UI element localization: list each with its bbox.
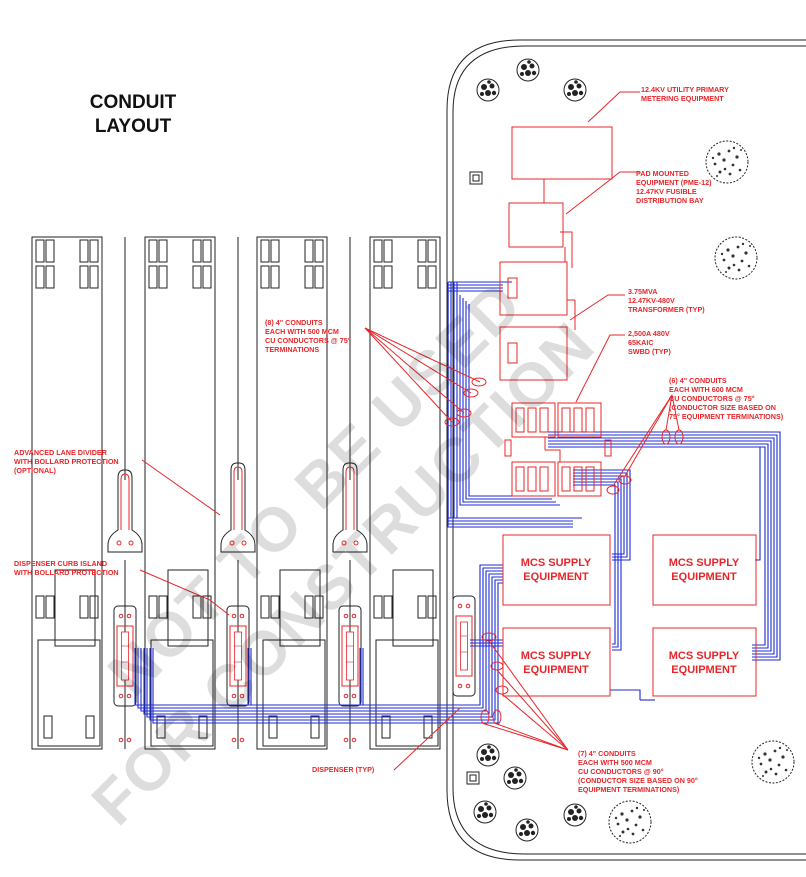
blue-conduits (134, 281, 781, 724)
utility-metering-box (511, 126, 613, 180)
site-pad-outline (446, 39, 806, 861)
swbd-2 (557, 402, 602, 438)
mcs-unit-3 (502, 627, 611, 697)
annotations: 12.4KV UTILITY PRIMARY METERING EQUIPMEN… (14, 85, 784, 794)
label-swbd: 2,500A 480V 65KAIC SWBD (TYP) (628, 329, 672, 356)
label-pad-mounted: PAD MOUNTED EQUIPMENT (PME-12) 12.47KV F… (636, 169, 713, 205)
label-dispenser: DISPENSER (TYP) (312, 765, 375, 774)
mcs-unit-4-line1: MCS SUPPLY (669, 650, 740, 662)
title-line1: CONDUIT (90, 92, 177, 113)
mcs-unit-3-line2: EQUIPMENT (523, 664, 589, 676)
leader-lines (139, 91, 680, 771)
label-lane-divider: ADVANCED LANE DIVIDER WITH BOLLARD PROTE… (14, 448, 121, 475)
lane-dividers (107, 462, 368, 553)
mcs-unit-2 (652, 534, 757, 606)
label-conduits-8: (8) 4" CONDUITS EACH WITH 500 MCM CU CON… (265, 318, 353, 354)
swbd-3 (511, 461, 556, 497)
label-conduits-6: (6) 4" CONDUITS EACH WITH 600 MCM CU CON… (669, 376, 784, 421)
mcs-unit-4-line2: EQUIPMENT (671, 664, 737, 676)
landscaping (466, 58, 795, 844)
mcs-unit-1 (502, 534, 611, 606)
mcs-unit-2-line2: EQUIPMENT (671, 571, 737, 583)
mcs-unit-1-line2: EQUIPMENT (523, 571, 589, 583)
mcs-unit-3-line1: MCS SUPPLY (521, 650, 592, 662)
swbd-1 (511, 402, 556, 438)
transformer-2 (499, 326, 568, 381)
dispensers (113, 595, 476, 743)
electrical-equipment: MCS SUPPLY EQUIPMENT MCS SUPPLY EQUIPMEN… (499, 126, 757, 697)
transformer-1 (499, 261, 568, 316)
mcs-unit-4 (652, 627, 757, 697)
label-curb-island: DISPENSER CURB ISLAND WITH BOLLARD PROTE… (14, 559, 119, 577)
site-pad-inner-outline (452, 45, 806, 855)
title-line2: LAYOUT (95, 116, 172, 137)
label-utility: 12.4KV UTILITY PRIMARY METERING EQUIPMEN… (641, 85, 731, 103)
label-conduits-7: (7) 4" CONDUITS EACH WITH 500 MCM CU CON… (578, 749, 700, 794)
pme-12-box (508, 202, 564, 248)
label-transformer: 3.75MVA 12.47KV-480V TRANSFORMER (TYP) (628, 287, 705, 314)
mcs-unit-1-line1: MCS SUPPLY (521, 557, 592, 569)
swbd-4 (557, 461, 602, 497)
mcs-unit-2-line1: MCS SUPPLY (669, 557, 740, 569)
